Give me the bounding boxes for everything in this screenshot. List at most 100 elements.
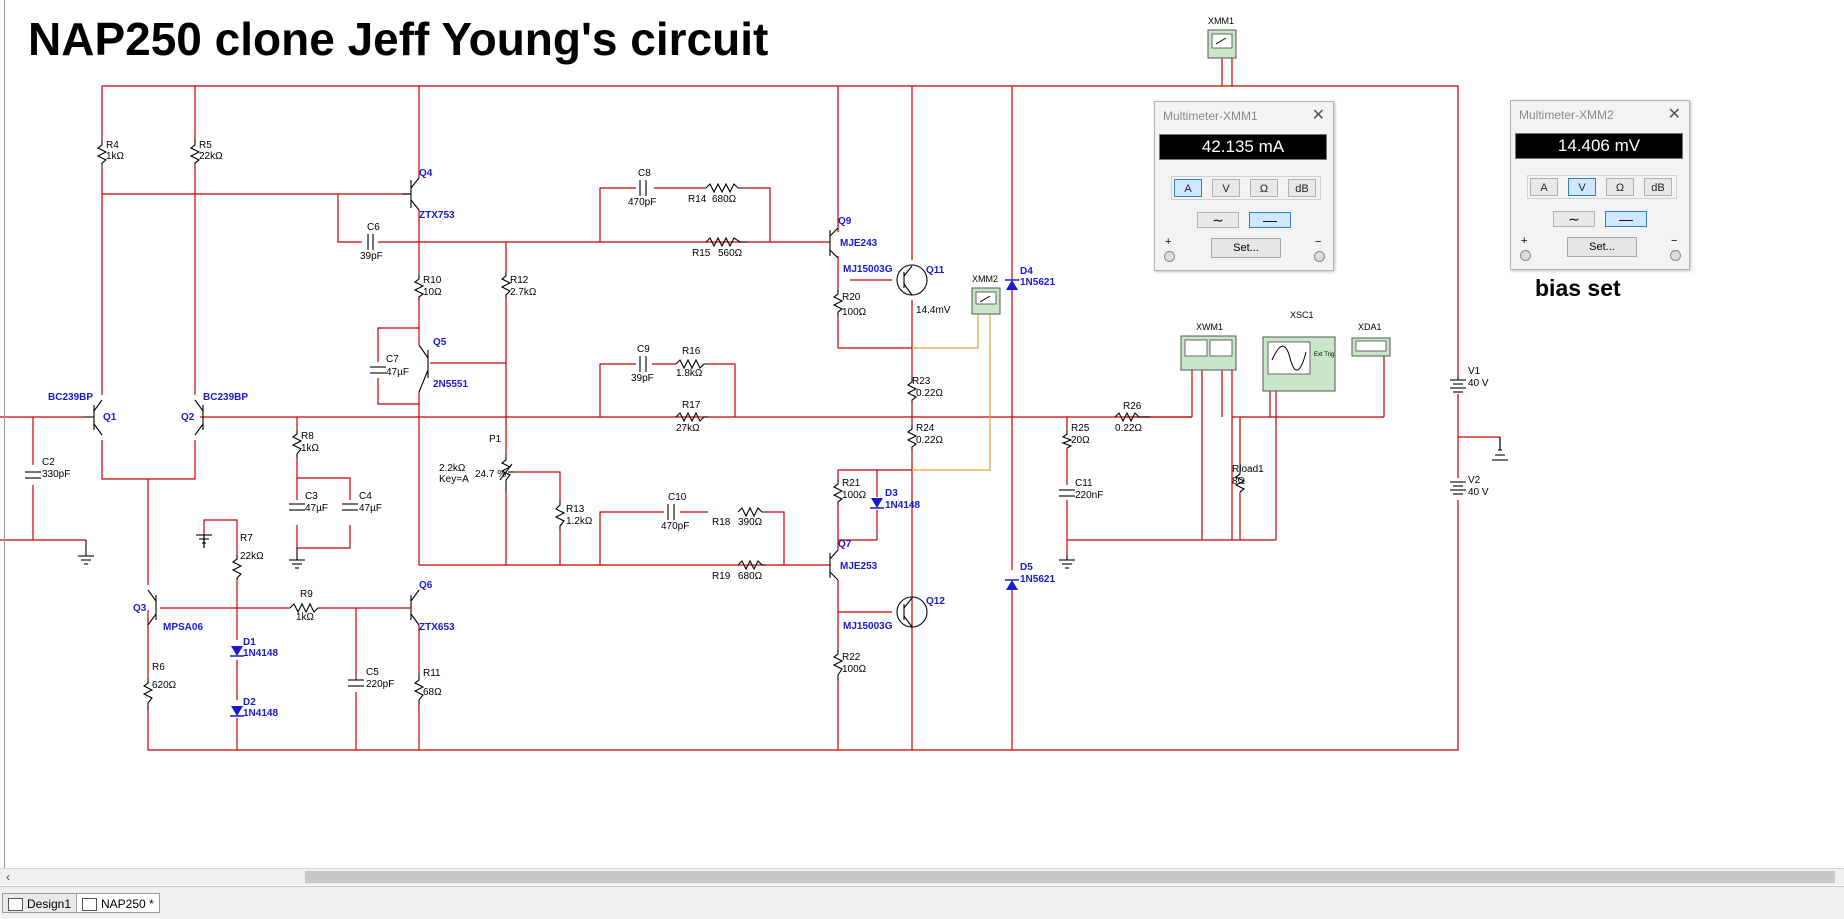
label-c10-ref: C10 — [668, 492, 687, 503]
label-q4-model: ZTX753 — [419, 210, 455, 221]
label-c8-value: 470pF — [628, 197, 656, 208]
capacitor-c4 — [342, 503, 358, 511]
multimeter-xmm2-panel[interactable]: Multimeter-XMM2 ✕ 14.406 mV A V Ω dB ∼ —… — [1510, 100, 1690, 270]
ground-icon — [196, 534, 212, 548]
plus-terminal[interactable] — [1520, 250, 1531, 261]
label-xsc1-ext: Ext Trig — [1314, 352, 1334, 358]
resistor-r17 — [675, 411, 708, 423]
dc-wave-button[interactable]: — — [1605, 211, 1647, 227]
label-v2-value: 40 V — [1468, 487, 1489, 498]
battery-v2 — [1450, 481, 1466, 495]
label-p1-setting: 24.7 % — [475, 469, 506, 480]
potentiometer-p1[interactable] — [499, 455, 514, 492]
label-r20-ref: R20 — [842, 292, 861, 303]
label-q6-ref: Q6 — [419, 580, 433, 591]
label-r18-ref: R18 — [712, 517, 731, 528]
scrollbar-thumb[interactable] — [305, 871, 1835, 883]
label-r24-ref: R24 — [916, 423, 935, 434]
scroll-left-arrow-icon[interactable]: ‹ — [6, 870, 10, 884]
label-c7-value: 47µF — [386, 367, 409, 378]
label-c10-value: 470pF — [661, 521, 689, 532]
label-c9-ref: C9 — [637, 344, 650, 355]
minus-terminal-label: − — [1315, 236, 1322, 248]
label-p1-value: 2.2kΩ — [439, 463, 466, 474]
label-r6-ref: R6 — [152, 662, 165, 673]
ac-wave-button[interactable]: ∼ — [1553, 211, 1595, 227]
battery-v1 — [1450, 376, 1466, 393]
plus-terminal[interactable] — [1164, 251, 1175, 262]
tab-nap250[interactable]: NAP250 * — [76, 893, 160, 913]
label-r21-ref: R21 — [842, 478, 861, 489]
label-q1-model: BC239BP — [48, 392, 93, 403]
label-d4-ref: D4 — [1020, 266, 1033, 277]
mode-db-button[interactable]: dB — [1644, 178, 1672, 196]
label-r7-ref: R7 — [240, 533, 253, 544]
label-r13-value: 1.2kΩ — [566, 516, 593, 527]
mode-ohm-button[interactable]: Ω — [1606, 178, 1634, 196]
resistor-r11 — [413, 675, 425, 705]
resistor-r16 — [675, 358, 708, 370]
diode-d5 — [1005, 579, 1019, 590]
label-xsc1: XSC1 — [1290, 310, 1314, 320]
label-c5-ref: C5 — [366, 667, 379, 678]
resistor-r20 — [832, 290, 844, 316]
label-d2-ref: D2 — [243, 697, 256, 708]
close-icon[interactable]: ✕ — [1311, 107, 1325, 124]
mode-a-button[interactable]: A — [1174, 179, 1202, 197]
instrument-xda1-icon[interactable] — [1351, 337, 1391, 357]
diode-d3 — [870, 498, 884, 509]
label-c6-ref: C6 — [367, 222, 380, 233]
mode-v-button[interactable]: V — [1568, 178, 1596, 196]
minus-terminal[interactable] — [1314, 251, 1325, 262]
schematic-title: NAP250 clone Jeff Young's circuit — [28, 13, 768, 65]
plus-terminal-label: + — [1521, 235, 1528, 247]
transistor-q4 — [402, 177, 420, 211]
mode-v-button[interactable]: V — [1212, 179, 1240, 197]
label-q11-model: MJ15003G — [843, 264, 893, 275]
instrument-xmm1-icon[interactable] — [1207, 29, 1237, 59]
diode-d4 — [1005, 279, 1019, 290]
diode-d2 — [230, 706, 244, 717]
canvas-left-border — [4, 0, 5, 868]
set-button[interactable]: Set... — [1211, 238, 1281, 258]
label-q9-ref: Q9 — [838, 216, 852, 227]
label-xmm1: XMM1 — [1208, 16, 1234, 26]
capacitor-c2 — [25, 471, 41, 479]
dc-wave-button[interactable]: — — [1249, 212, 1291, 228]
instrument-xmm2-icon[interactable] — [971, 287, 1001, 315]
schematic-drawing[interactable]: NAP250 clone Jeff Young's circuit bias s… — [0, 0, 1844, 868]
resistor-r26 — [1114, 411, 1150, 423]
minus-terminal[interactable] — [1670, 250, 1681, 261]
transistor-q11 — [896, 264, 928, 296]
ac-wave-button[interactable]: ∼ — [1197, 212, 1239, 228]
tab-design1[interactable]: Design1 — [2, 893, 78, 913]
mode-a-button[interactable]: A — [1530, 178, 1558, 196]
horizontal-scrollbar[interactable]: ‹ — [0, 868, 1844, 885]
close-icon[interactable]: ✕ — [1667, 106, 1681, 123]
resistor-rload1 — [1234, 470, 1246, 493]
probe-wires — [912, 312, 991, 471]
label-d1-ref: D1 — [243, 637, 256, 648]
resistor-r21 — [832, 480, 844, 505]
instrument-xsc1-icon[interactable] — [1262, 336, 1336, 392]
resistor-r9 — [289, 602, 322, 614]
label-r15-value: 560Ω — [718, 248, 743, 259]
capacitor-c9 — [639, 356, 647, 372]
instrument-xwm1-icon[interactable] — [1180, 335, 1237, 371]
label-r9-ref: R9 — [300, 589, 313, 600]
label-r24-value: 0.22Ω — [916, 435, 943, 446]
label-q6-model: ZTX653 — [419, 622, 455, 633]
label-r11-value: 68Ω — [423, 687, 442, 698]
schematic-canvas[interactable]: NAP250 clone Jeff Young's circuit bias s… — [0, 0, 1844, 870]
label-r26-value: 0.22Ω — [1115, 423, 1142, 434]
multimeter-xmm1-panel[interactable]: Multimeter-XMM1 ✕ 42.135 mA A V Ω dB ∼ —… — [1154, 101, 1334, 271]
label-xda1: XDA1 — [1358, 322, 1382, 332]
mode-ohm-button[interactable]: Ω — [1250, 179, 1278, 197]
label-r8-ref: R8 — [301, 431, 314, 442]
label-r11-ref: R11 — [423, 668, 441, 679]
mode-db-button[interactable]: dB — [1288, 179, 1316, 197]
label-rload1-ref: Rload1 — [1232, 464, 1264, 475]
label-q4-ref: Q4 — [419, 168, 433, 179]
label-r4-ref: R4 — [106, 140, 119, 151]
set-button[interactable]: Set... — [1567, 237, 1637, 257]
